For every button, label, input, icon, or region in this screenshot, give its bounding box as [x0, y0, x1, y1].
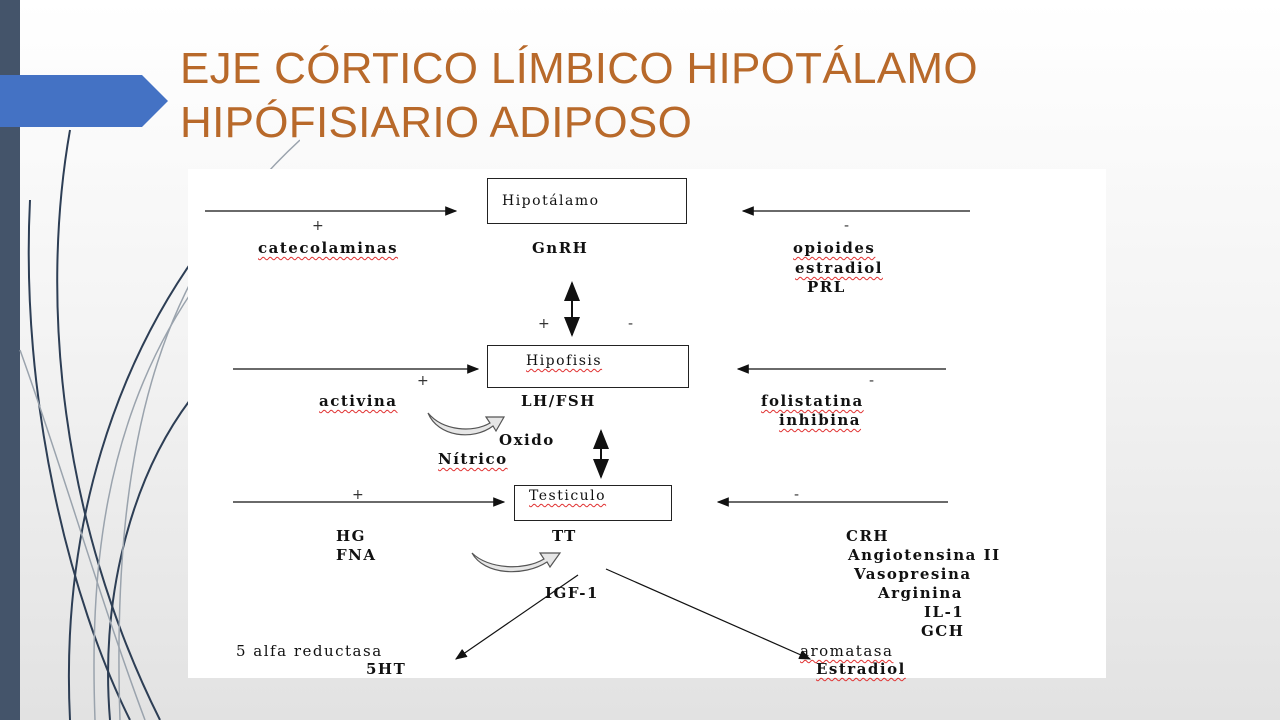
- inhibitor-inhibina: inhibina: [779, 411, 862, 429]
- testis-label: Testiculo: [529, 488, 607, 504]
- title-accent-tab: [0, 75, 168, 127]
- hormonal-axis-diagram: Hipotálamo + - catecolaminas GnRH opioid…: [188, 169, 1106, 678]
- hypothalamus-plus-sign: +: [312, 218, 324, 234]
- feedback-arrow-testis: [471, 552, 562, 573]
- stimulator-activina: activina: [319, 392, 398, 410]
- nitrico-label: Nítrico: [438, 450, 508, 468]
- inhibitor-arginina: Arginina: [878, 584, 963, 602]
- arrow-to-5ht: [455, 574, 579, 660]
- hypothalamus-box: Hipotálamo: [487, 178, 687, 224]
- axis-minus-sign: -: [628, 316, 634, 332]
- igf1-label: IGF-1: [545, 584, 599, 602]
- product-estradiol: Estradiol: [816, 660, 906, 678]
- stimulator-fna: FNA: [336, 546, 377, 564]
- testis-plus-sign: +: [352, 487, 364, 503]
- inhibitor-vasopresina: Vasopresina: [854, 565, 972, 583]
- product-5ht: 5HT: [366, 660, 407, 678]
- inhibitor-estradiol: estradiol: [795, 259, 883, 277]
- testis-minus-sign: -: [794, 487, 800, 503]
- feedback-arrow-pituitary: [427, 412, 506, 436]
- inhibitor-il1: IL-1: [924, 603, 965, 621]
- hypothalamus-minus-sign: -: [844, 218, 850, 234]
- inhibitor-crh: CRH: [846, 527, 890, 545]
- slide-title: EJE CÓRTICO LÍMBICO HIPOTÁLAMO HIPÓFISIA…: [180, 42, 1180, 150]
- testis-box: Testiculo: [514, 485, 672, 521]
- pituitary-minus-sign: -: [869, 373, 875, 389]
- enzyme-aromatasa: aromatasa: [800, 642, 894, 660]
- inhibitor-folistatina: folistatina: [761, 392, 864, 410]
- inhibitor-gch: GCH: [921, 622, 965, 640]
- slide-title-line1: EJE CÓRTICO LÍMBICO HIPOTÁLAMO: [180, 44, 978, 93]
- inhibitor-prl: PRL: [807, 278, 846, 296]
- hormone-gnrh: GnRH: [532, 239, 589, 257]
- pituitary-plus-sign: +: [417, 373, 429, 389]
- enzyme-5-alfa-reductasa: 5 alfa reductasa: [236, 642, 383, 660]
- inhibitor-angiotensina: Angiotensina II: [848, 546, 1001, 564]
- slide-title-line2: HIPÓFISIARIO ADIPOSO: [180, 98, 693, 147]
- diagram-arrows: [205, 206, 970, 660]
- stimulator-hg: HG: [336, 527, 366, 545]
- pituitary-box: Hipofisis: [487, 345, 689, 388]
- pituitary-label: Hipofisis: [526, 353, 603, 369]
- hormone-tt: TT: [552, 527, 577, 545]
- inhibitor-opioides: opioides: [793, 239, 876, 257]
- hypothalamus-label: Hipotálamo: [502, 193, 600, 209]
- stimulator-catecolaminas: catecolaminas: [258, 239, 399, 257]
- left-accent-bar: [0, 0, 20, 720]
- arrow-to-estradiol: [605, 568, 812, 660]
- axis-plus-sign: +: [538, 316, 550, 332]
- hormone-lh-fsh: LH/FSH: [521, 392, 596, 410]
- decorative-curves: [19, 129, 300, 720]
- oxido-label: Oxido: [499, 431, 555, 449]
